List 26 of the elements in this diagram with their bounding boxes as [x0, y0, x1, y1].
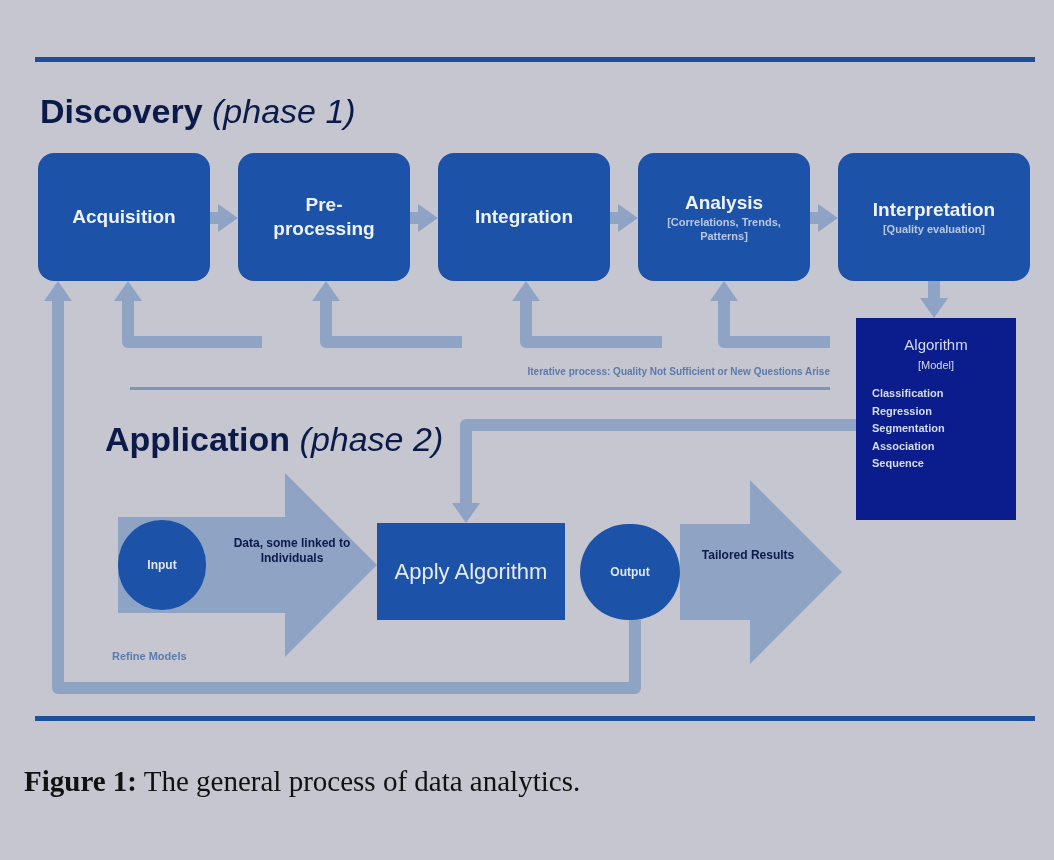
section-heading: Discovery (phase 1) — [40, 91, 356, 132]
edge-label: Tailored Results — [700, 548, 796, 563]
arrow — [114, 281, 262, 348]
arrow — [312, 281, 462, 348]
arrow — [44, 281, 641, 694]
process-box: Pre- processing — [238, 153, 410, 281]
arrow — [452, 419, 856, 523]
process-box: Integration — [438, 153, 610, 281]
process-box: Analysis [Correlations, Trends, Patterns] — [638, 153, 810, 281]
arrow — [920, 281, 948, 318]
process-box: Acquisition — [38, 153, 210, 281]
arrow — [410, 204, 438, 232]
model-box: Algorithm [Model] Classification Regression Segmentation Association Sequence — [856, 318, 1016, 520]
process-box: Apply Algorithm — [377, 523, 565, 620]
section-heading: Application (phase 2) — [105, 419, 444, 460]
process-box: Interpretation [Quality evaluation] — [838, 153, 1030, 281]
caption: Figure 1: The general process of data analytics. — [24, 764, 581, 799]
block-arrow — [680, 480, 842, 664]
edge-label: Data, some linked to Individuals — [232, 536, 352, 566]
arrow — [810, 204, 838, 232]
note: Iterative process: Quality Not Sufficient or New Questions Arise — [526, 365, 830, 379]
arrow — [210, 204, 238, 232]
arrow — [610, 204, 638, 232]
arrow — [710, 281, 830, 348]
arrow — [512, 281, 662, 348]
edge-label: Refine Models — [112, 649, 187, 664]
